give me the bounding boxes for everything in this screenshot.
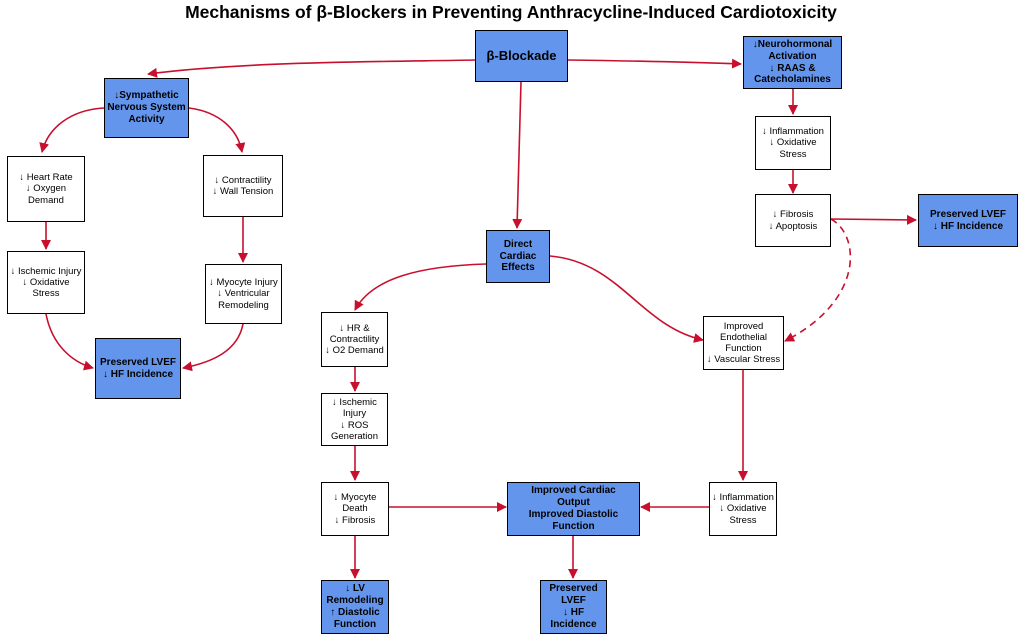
node-inflammation-bottom: ↓ Inflammation ↓ Oxidative Stress (709, 482, 777, 536)
edge-blockade-to-neurohormonal (567, 58, 742, 69)
node-beta-blockade: β-Blockade (475, 30, 568, 82)
node-sympathetic-activity: ↓Sympathetic Nervous System Activity (104, 78, 189, 138)
node-preserved-lvef-left: Preserved LVEF ↓ HF Incidence (95, 338, 181, 399)
node-improved-cardiac-output: Improved Cardiac Output Improved Diastol… (507, 482, 640, 536)
edge-direct-to-hrcontractility (354, 263, 487, 311)
node-contractility: ↓ Contractility ↓ Wall Tension (203, 155, 283, 217)
node-preserved-lvef-right: Preserved LVEF ↓ HF Incidence (918, 194, 1018, 247)
edge-myocyte-to-preservedleft (182, 323, 244, 372)
node-preserved-lvef-bottom: Preserved LVEF ↓ HF Incidence (540, 580, 607, 634)
node-ischemic-ros: ↓ Ischemic Injury ↓ ROS Generation (321, 393, 388, 446)
node-heart-rate: ↓ Heart Rate ↓ Oxygen Demand (7, 156, 85, 222)
edge-fibrosis-to-preservedright (830, 214, 917, 225)
node-endothelial-function: Improved Endothelial Function ↓ Vascular… (703, 316, 784, 370)
node-myocyte-death: ↓ Myocyte Death ↓ Fibrosis (321, 482, 389, 536)
node-neurohormonal-activation: ↓Neurohormonal Activation ↓ RAAS & Catec… (743, 36, 842, 89)
node-hr-contractility: ↓ HR & Contractility ↓ O2 Demand (321, 312, 388, 367)
node-ischemic-injury-left: ↓ Ischemic Injury ↓ Oxidative Stress (7, 251, 85, 314)
node-lv-remodeling: ↓ LV Remodeling ↑ Diastolic Function (321, 580, 389, 634)
node-direct-cardiac-effects: Direct Cardiac Effects (486, 230, 550, 283)
edge-blockade-to-sympathetic (147, 59, 476, 78)
edge-blockade-to-direct (512, 81, 523, 229)
edge-ischemic-to-preservedleft (45, 313, 94, 371)
node-inflammation-top: ↓ Inflammation ↓ Oxidative Stress (755, 116, 831, 170)
node-fibrosis-apoptosis: ↓ Fibrosis ↓ Apoptosis (755, 194, 831, 247)
edge-fibrosis-to-endothelial-dashed (784, 218, 852, 342)
edge-sympathetic-to-contractility (188, 107, 246, 153)
edge-sympathetic-to-heartrate (39, 107, 105, 153)
edge-direct-to-endothelial (549, 255, 704, 343)
diagram-title: Mechanisms of β-Blockers in Preventing A… (185, 2, 837, 22)
node-myocyte-injury: ↓ Myocyte Injury ↓ Ventricular Remodelin… (205, 264, 282, 324)
